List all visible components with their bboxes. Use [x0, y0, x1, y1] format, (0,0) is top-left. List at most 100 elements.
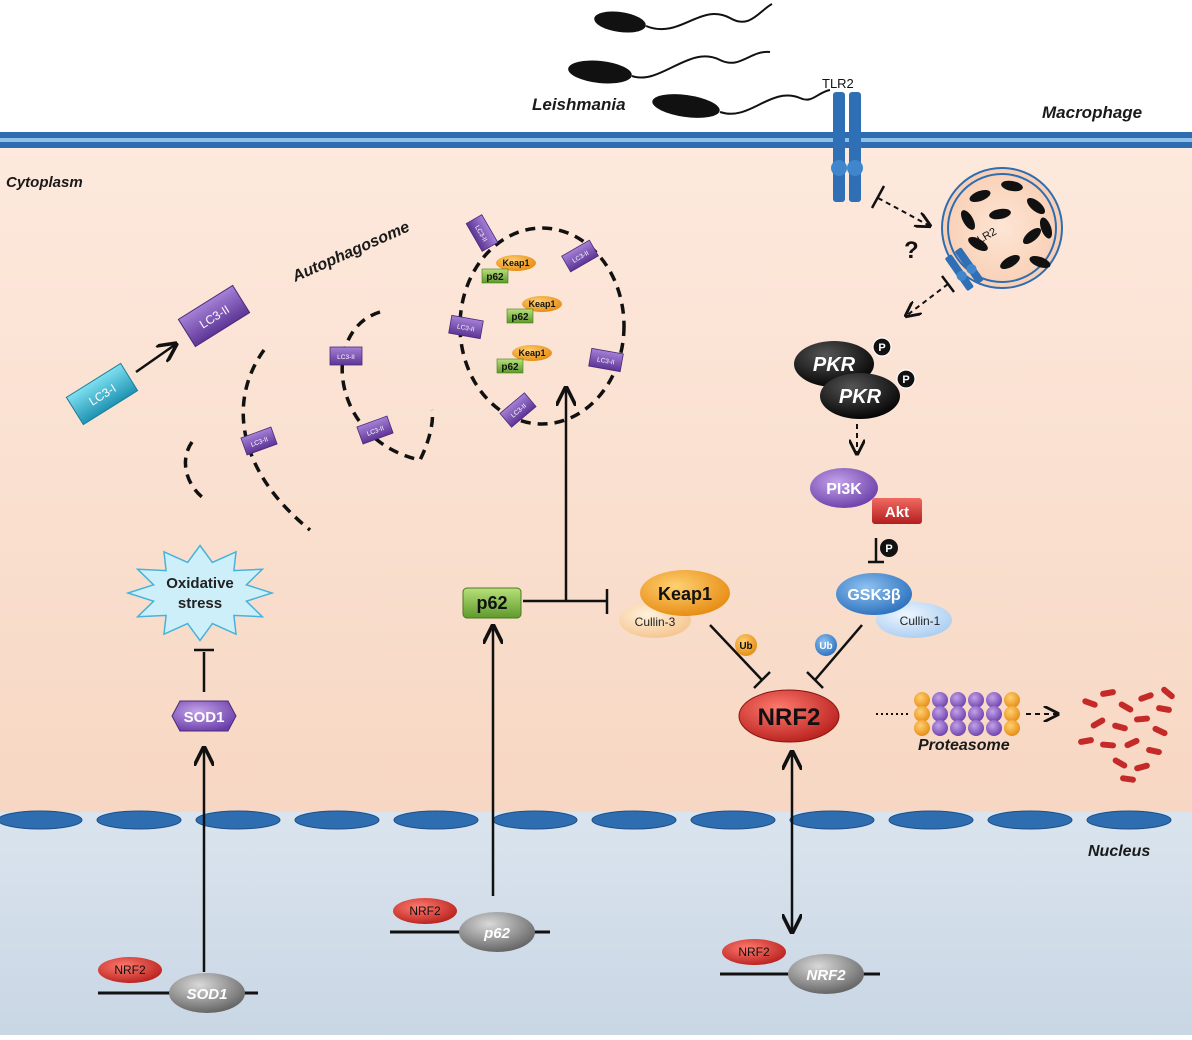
- peptide-fragment: [1112, 757, 1128, 769]
- leishmania-parasites: [568, 3, 831, 118]
- amastigote-icon: [969, 189, 991, 203]
- peptide-fragment: [1124, 737, 1140, 749]
- p62-label: p62: [476, 593, 507, 613]
- proteasome-icon: [914, 692, 1020, 736]
- pi3k-label: PI3K: [826, 481, 862, 498]
- akt-label: Akt: [885, 504, 909, 521]
- ubiquitin-gsk3b: [815, 634, 837, 656]
- lc3-ii-small: LC3-II: [465, 214, 499, 252]
- ubiquitin-keap1: [735, 634, 757, 656]
- pkr-label-1: PKR: [813, 354, 856, 376]
- gene-p62: [390, 898, 550, 952]
- tlr2-vesicle-receptor: [945, 247, 984, 291]
- pi3k-akt-complex: [810, 468, 922, 564]
- tlr2-signaling-links: [857, 185, 955, 454]
- parasitophorous-vesicle: [941, 167, 1063, 291]
- cargo-complex: Keap1 p62: [506, 296, 562, 324]
- gsk3b-label: GSK3β: [847, 587, 901, 604]
- lc3-ii-small: LC3-II: [329, 346, 363, 366]
- proteasome-label: Proteasome: [918, 737, 1010, 754]
- gsk3b-cullin1-complex: [836, 573, 952, 638]
- amastigote-icon: [1029, 255, 1051, 269]
- peptide-fragment: [1146, 746, 1162, 756]
- lc3-ii-small: LC3-II: [240, 426, 278, 456]
- oxidative-line2: stress: [178, 595, 222, 612]
- cullin3-label: Cullin-3: [635, 615, 676, 629]
- nuclear-pore: [789, 810, 875, 830]
- nuclear-pore: [1086, 810, 1172, 830]
- lc3-ii-small-label: LC3-II: [596, 356, 615, 366]
- lc3-ii-small: LC3-II: [356, 415, 394, 445]
- amastigote-icon: [961, 210, 975, 230]
- cargo-keap1-label: Keap1: [518, 348, 545, 358]
- nuclear-envelope: [0, 810, 1172, 830]
- cargo-keap1-label: Keap1: [528, 299, 555, 309]
- lc3-ii-on-membranes: LC3-II LC3-II LC3-II LC3-II LC3-II LC3-II LC3-…: [240, 214, 624, 456]
- gene-sod1: [98, 957, 258, 1013]
- lc3-ii-small: LC3-II: [499, 392, 537, 428]
- amastigote-icon: [968, 237, 988, 251]
- lc3-ii-small-label: LC3-II: [456, 323, 475, 333]
- nucleus-label: Nucleus: [1088, 843, 1151, 860]
- peptide-fragment: [1152, 725, 1168, 737]
- peptide-fragment: [1134, 762, 1150, 772]
- macrophage-label: Macrophage: [1042, 103, 1143, 122]
- parasite-icon: [568, 50, 771, 84]
- amastigote-icon: [1022, 227, 1042, 245]
- sod1-links: [194, 648, 214, 972]
- nuclear-pore: [96, 810, 182, 830]
- cullin1-label: Cullin-1: [900, 614, 941, 628]
- nrf2-protein: [738, 689, 840, 743]
- nrf2-label: NRF2: [758, 704, 821, 731]
- amastigote-icon: [1039, 217, 1053, 239]
- gene-nrf2-tf-sod1: NRF2: [114, 963, 146, 977]
- peptide-fragment: [1161, 686, 1175, 700]
- amastigote-icon: [989, 208, 1011, 220]
- sod1-protein: [171, 700, 237, 732]
- gene-sod1-label: SOD1: [187, 986, 228, 1003]
- amastigote-icon: [1001, 180, 1023, 192]
- cytoplasm-label: Cytoplasm: [6, 174, 83, 191]
- lc3-conversion: [65, 284, 251, 426]
- peptide-fragment: [1082, 698, 1098, 708]
- parasite-icon: [594, 3, 773, 33]
- gene-nrf2-label: NRF2: [806, 967, 846, 984]
- peptide-fragment: [1090, 717, 1106, 729]
- nuclear-pore: [195, 810, 281, 830]
- pkr-phospho-1: P: [878, 342, 885, 354]
- parasite-icon: [652, 89, 831, 118]
- nuclear-pore: [888, 810, 974, 830]
- oxidative-stress-burst: [125, 544, 275, 642]
- ub-label-1: Ub: [739, 641, 752, 652]
- nuclear-pore: [690, 810, 776, 830]
- pkr-dimer: [794, 337, 916, 419]
- cargo-p62-label: p62: [511, 312, 529, 323]
- cargo-p62-label: p62: [486, 272, 504, 283]
- gene-nrf2-tf-p62: NRF2: [409, 904, 441, 918]
- nuclear-pore: [294, 810, 380, 830]
- p62-links: [493, 388, 609, 896]
- gene-nrf2: [720, 939, 880, 994]
- cargo-complex: Keap1 p62: [481, 255, 536, 284]
- peptide-fragment: [1078, 737, 1094, 745]
- lc3-ii-small-label: LC3-II: [337, 354, 355, 361]
- lc3-ii-small: LC3-II: [448, 314, 484, 340]
- peptide-fragment: [1156, 705, 1172, 713]
- nuclear-pore: [393, 810, 479, 830]
- nrf2-degradation-inhibition: [709, 624, 863, 689]
- cargo-keap1-label: Keap1: [502, 258, 529, 268]
- peptide-fragment: [1112, 722, 1128, 732]
- p62-protein: [462, 587, 522, 619]
- leishmania-label: Leishmania: [532, 95, 626, 114]
- peptide-fragment: [1120, 775, 1136, 783]
- nuclear-pore: [492, 810, 578, 830]
- akt-phospho: P: [885, 543, 892, 555]
- lc3-ii-small: LC3-II: [561, 239, 599, 273]
- peptide-fragment: [1138, 692, 1154, 702]
- oxidative-line1: Oxidative: [166, 575, 234, 592]
- nuclear-pore: [591, 810, 677, 830]
- pkr-label-2: PKR: [839, 386, 882, 408]
- peptide-fragment: [1134, 715, 1150, 723]
